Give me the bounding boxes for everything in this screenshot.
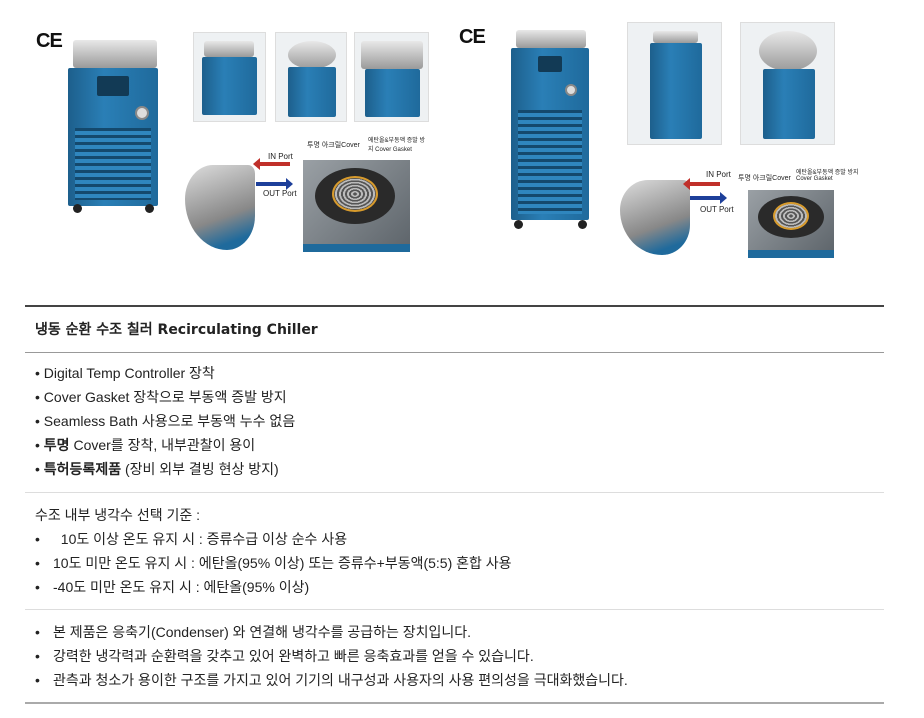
list-item: •-40도 미만 온도 유지 시 : 에탄올(95% 이상): [35, 579, 310, 595]
port-and-cover-detail-right: IN Port OUT Port 투명 아크릴Cover 에탄올&부동액 증발 …: [618, 160, 868, 260]
cover-label: 투명 아크릴Cover: [307, 142, 360, 149]
description-section: •본 제품은 응축기(Condenser) 와 연결해 냉각수를 공급하는 장치…: [25, 610, 884, 704]
product-thumbnail-top: [275, 32, 347, 122]
chiller-product-image-left: [65, 40, 165, 215]
in-port-label-right: IN Port: [706, 170, 731, 179]
product-thumbnail-angle: [354, 32, 429, 122]
feature-list: • Digital Temp Controller 장착 • Cover Gas…: [25, 353, 884, 493]
list-item: • Cover Gasket 장착으로 부동액 증발 방지: [35, 389, 287, 405]
ce-mark-right: CE: [459, 26, 486, 48]
out-port-label-right: OUT Port: [700, 205, 734, 214]
chiller-product-image-right: [508, 30, 593, 230]
list-item: • 투명 Cover를 장착, 내부관찰이 용이: [35, 437, 256, 453]
coolant-section: 수조 내부 냉각수 선택 기준 : • 10도 이상 온도 유지 시 : 증류수…: [25, 493, 884, 610]
list-item: •10도 미만 온도 유지 시 : 에탄올(95% 이상) 또는 증류수+부동액…: [35, 555, 512, 571]
product-thumbnail-right-front: [627, 22, 722, 145]
coolant-heading: 수조 내부 냉각수 선택 기준 :: [35, 507, 201, 523]
in-port-label: IN Port: [268, 152, 293, 161]
out-port-label: OUT Port: [263, 189, 297, 198]
list-item: • 10도 이상 온도 유지 시 : 증류수급 이상 순수 사용: [35, 531, 348, 547]
list-item: • Digital Temp Controller 장착: [35, 365, 215, 381]
gasket-label: 에탄올&부동액 증발 방지 Cover Gasket: [368, 138, 426, 153]
list-item: •본 제품은 응축기(Condenser) 와 연결해 냉각수를 공급하는 장치…: [35, 624, 472, 640]
product-thumbnail-right-top: [740, 22, 835, 145]
gasket-label-right: 에탄올&부동액 증발 방지 Cover Gasket: [796, 170, 859, 182]
list-item: • 특허등록제품 (장비 외부 결빙 현상 방지): [35, 461, 279, 477]
port-and-cover-detail-left: IN Port OUT Port 투명 아크릴Cover 에탄올&부동액 증발 …: [180, 130, 440, 260]
spec-table: 냉동 순환 수조 칠러 Recirculating Chiller • Digi…: [25, 305, 884, 704]
list-item: •관측과 청소가 용이한 구조를 가지고 있어 기기의 내구성과 사용자의 사용…: [35, 672, 628, 688]
list-item: • Seamless Bath 사용으로 부동액 누수 없음: [35, 413, 296, 429]
product-title: 냉동 순환 수조 칠러 Recirculating Chiller: [25, 307, 884, 353]
product-thumbnail-front: [193, 32, 266, 122]
list-item: •강력한 냉각력과 순환력을 갖추고 있어 완벽하고 빠른 응축효과를 얻을 수…: [35, 648, 534, 664]
cover-label-right: 투명 아크릴Cover: [738, 175, 791, 182]
ce-mark: CE: [36, 30, 63, 52]
